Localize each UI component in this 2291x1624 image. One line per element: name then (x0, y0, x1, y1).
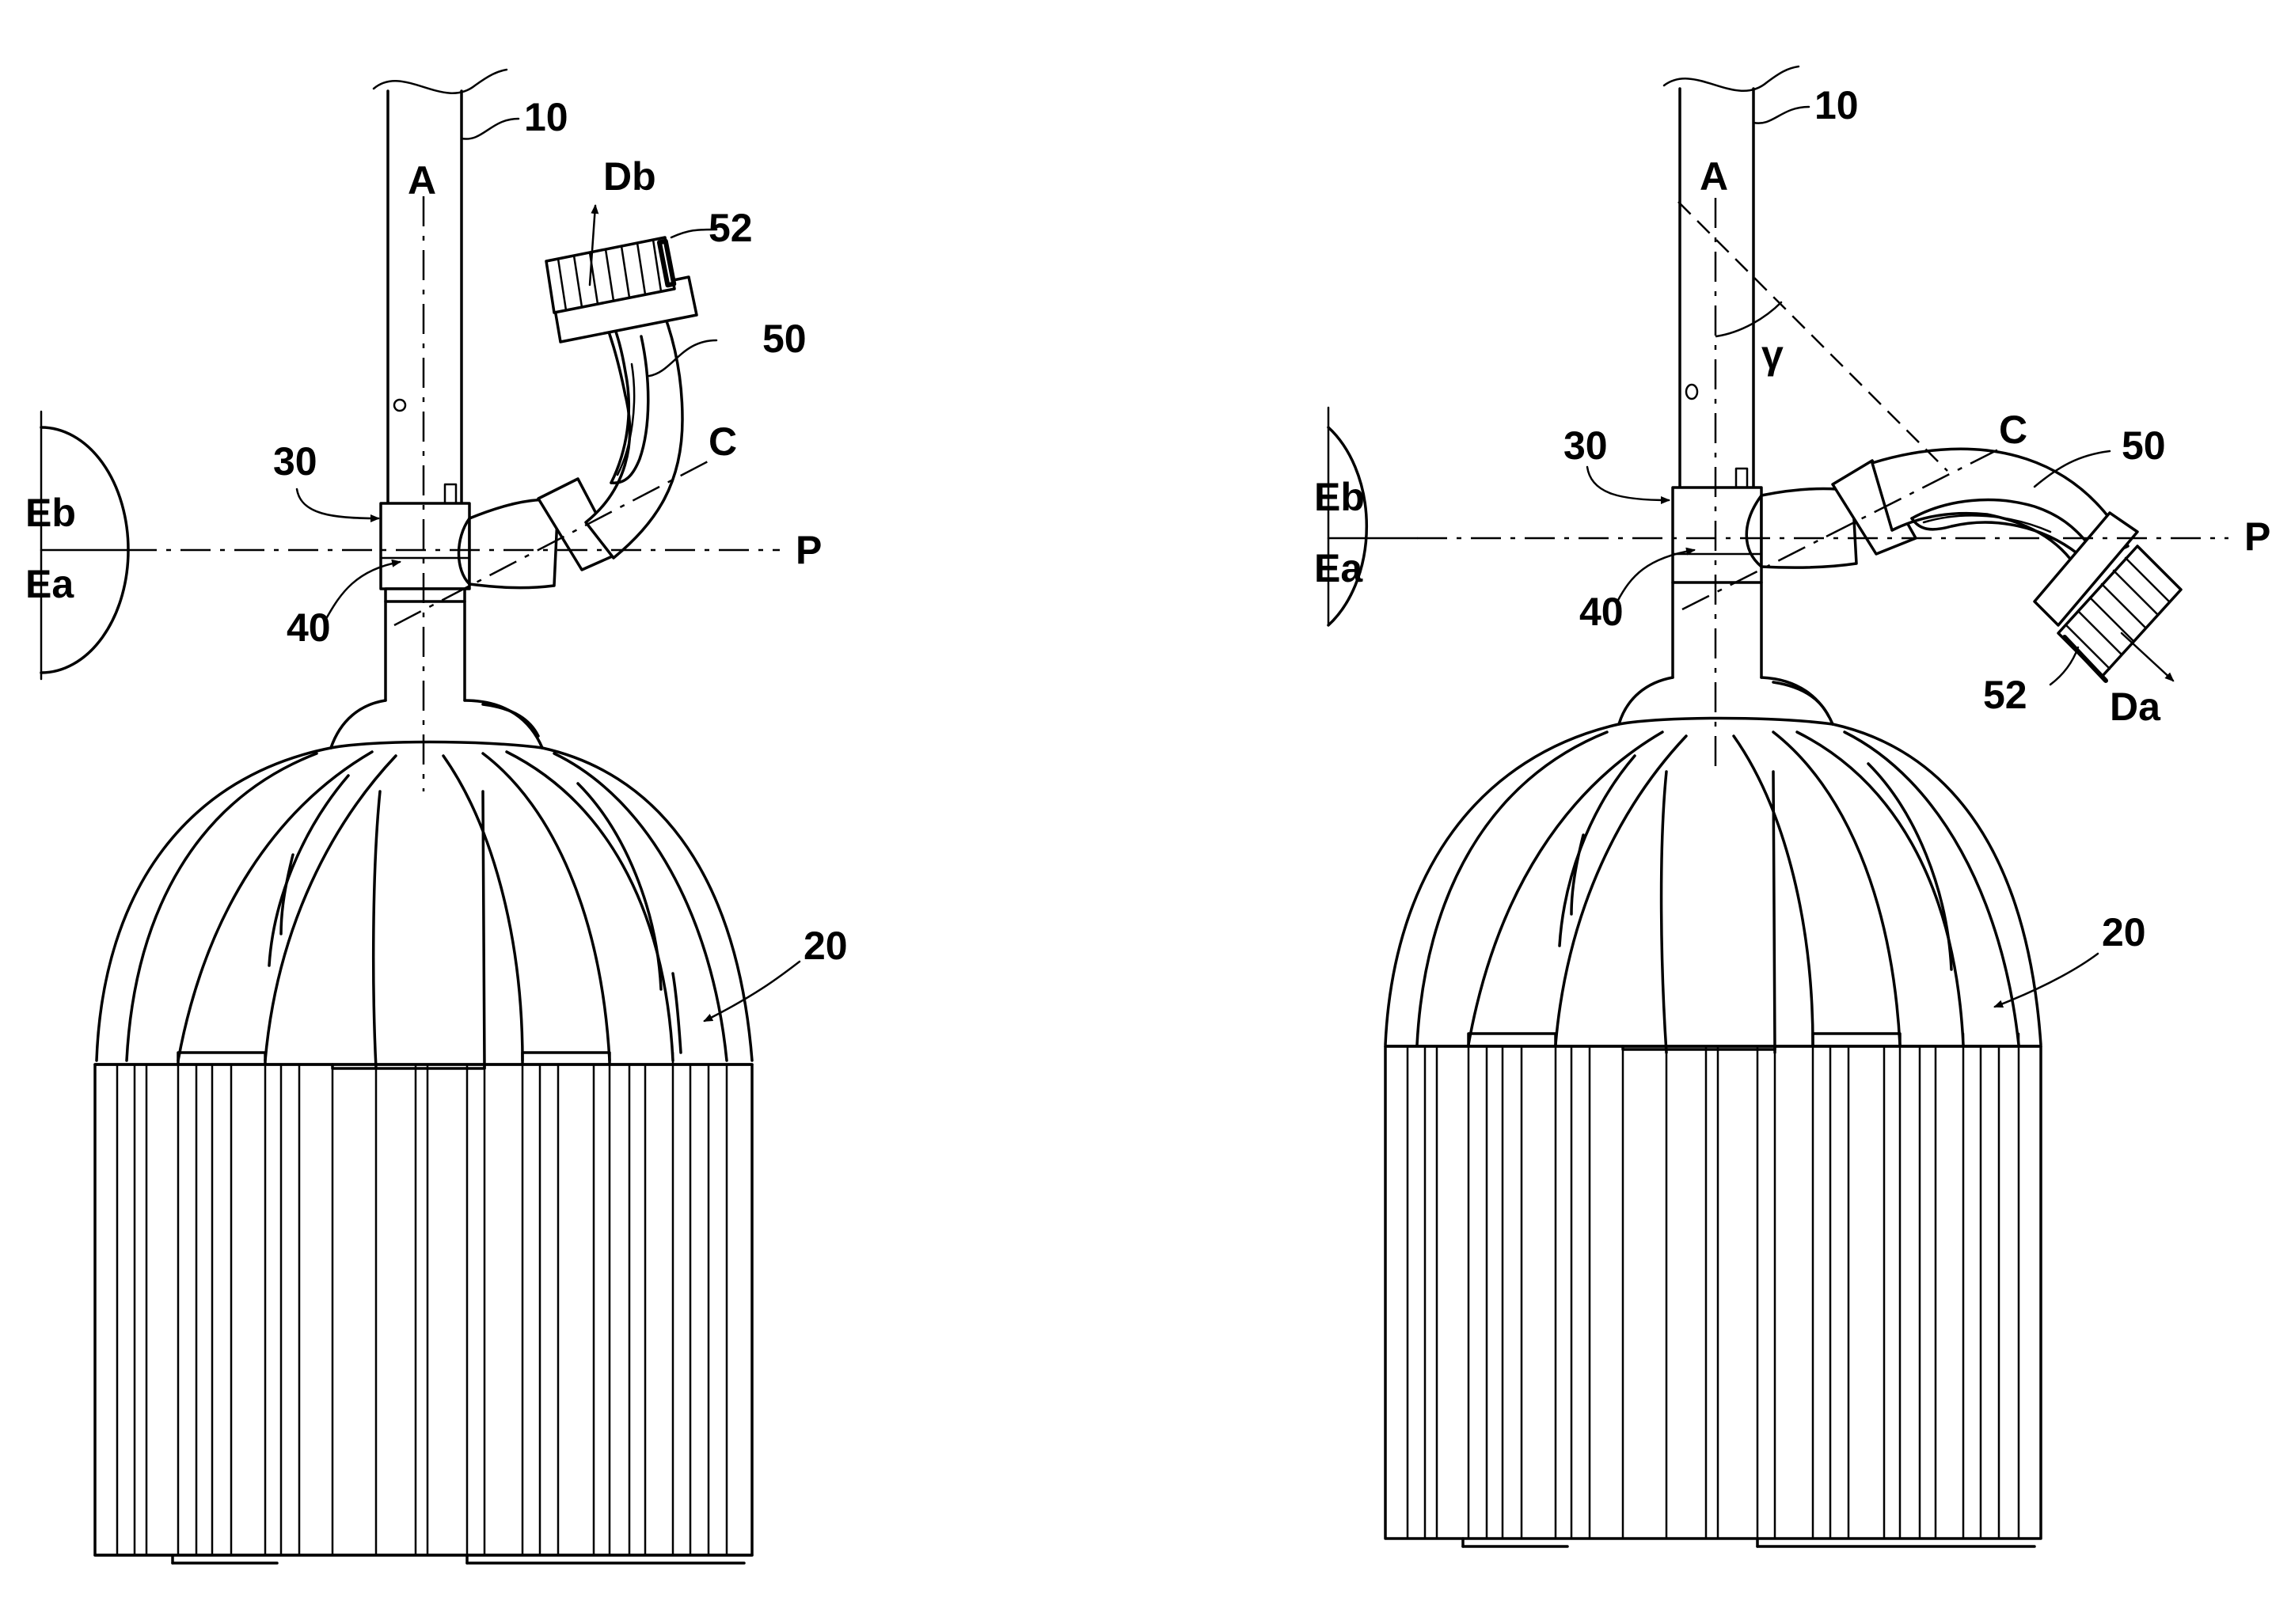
ref-40-label-right: 40 (1579, 590, 1624, 634)
axis-c-label-right: C (1999, 408, 2027, 452)
nozzle-right (1746, 449, 2181, 681)
state-ea-label-right: Ea (1314, 546, 1363, 590)
ref-20-label-right: 20 (2102, 910, 2146, 954)
coupler-left (381, 503, 469, 700)
ref-40-label-left: 40 (287, 605, 331, 650)
state-indicator-left (41, 412, 128, 679)
direction-da-label: Da (2110, 685, 2161, 729)
direction-db-label: Db (603, 154, 656, 199)
coupler-right (1673, 488, 1761, 677)
state-ea-label-left: Ea (25, 562, 74, 606)
pole-left (374, 70, 507, 505)
ref-50-label-right: 50 (2122, 423, 2166, 468)
axes-right (1417, 198, 2228, 772)
ref-20-label-left: 20 (804, 924, 848, 968)
ref-52-label-left: 52 (709, 206, 753, 250)
ref-50-label-left: 50 (762, 317, 807, 361)
head-left (95, 700, 752, 1563)
axis-a-label-left: A (408, 158, 436, 203)
ref-30-label-right: 30 (1563, 423, 1608, 468)
plane-p-label-right: P (2244, 514, 2270, 559)
ref-30-label-left: 30 (273, 439, 317, 484)
nozzle-left (459, 237, 697, 588)
pole-right (1664, 66, 1799, 489)
axis-a-label-right: A (1700, 154, 1728, 199)
figure-left: Eb Ea A 10 Db 52 50 C 30 P 40 20 (25, 70, 848, 1563)
axis-c-label-left: C (709, 419, 737, 464)
state-eb-label-right: Eb (1314, 475, 1365, 519)
angle-gamma-label: γ (1761, 332, 1784, 377)
ref-10-label-right: 10 (1814, 83, 1859, 127)
head-right (1385, 677, 2041, 1546)
figure-right: Eb Ea A 10 γ C 50 30 P 40 52 Da 20 (1314, 66, 2270, 1546)
ref-10-label-left: 10 (524, 95, 568, 139)
state-eb-label-left: Eb (25, 491, 76, 535)
plane-p-label-left: P (796, 528, 822, 572)
ref-52-label-right: 52 (1983, 673, 2027, 717)
